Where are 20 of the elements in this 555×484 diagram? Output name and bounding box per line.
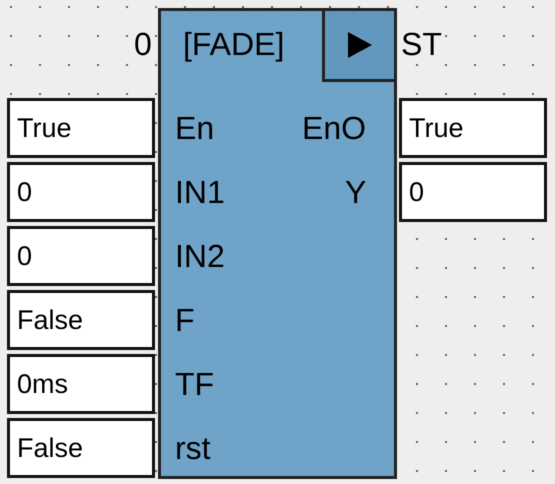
input-value-field: 0 <box>7 226 155 286</box>
pin-label: IN2 <box>175 238 225 274</box>
input-value-field: True <box>7 98 155 158</box>
output-value-field: True <box>399 98 547 158</box>
pin-label: TF <box>175 366 214 402</box>
pin-label: F <box>175 302 195 338</box>
input-value-field: False <box>7 418 155 478</box>
order-number: 0 <box>134 26 152 62</box>
tag-label: ST <box>401 26 442 62</box>
pin-label: IN1 <box>175 174 225 210</box>
pin-label: rst <box>175 430 211 466</box>
output-value-field: 0 <box>399 162 547 222</box>
input-value-field: False <box>7 290 155 350</box>
block-title: [FADE] <box>183 26 284 62</box>
input-value-field: 0 <box>7 162 155 222</box>
pin-label: Y <box>345 174 366 210</box>
pin-label: En <box>175 110 214 146</box>
input-value-field: 0ms <box>7 354 155 414</box>
function-block <box>158 8 397 479</box>
pin-label: EnO <box>302 110 366 146</box>
